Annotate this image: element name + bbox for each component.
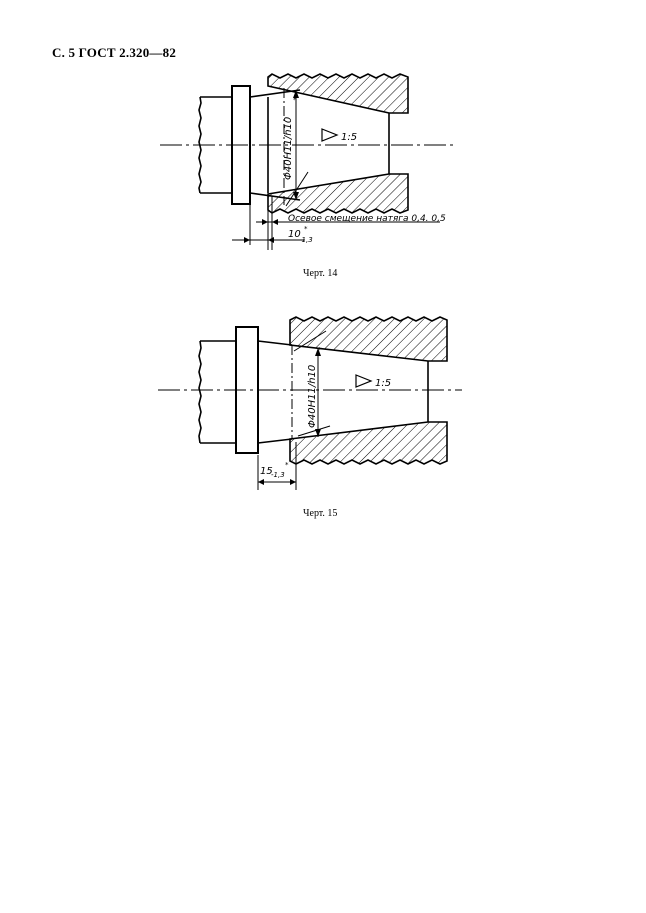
figure-14-drawing: [160, 73, 455, 250]
figure-14-labels: Φ40H11/h10 * 1:5 Осевое смещение натяга …: [283, 96, 446, 244]
fig14-dim-star: *: [304, 225, 308, 233]
fig15-diameter-label: Φ40H11/h10: [307, 365, 318, 428]
figure-15-labels: Φ40H11/h10 * 1:5 15 -1,3 *: [260, 346, 391, 479]
fig15-housing-top: [289, 316, 448, 362]
page-header: С. 5 ГОСТ 2.320—82: [52, 45, 177, 60]
fig15-dim-main: 15: [260, 466, 273, 477]
fig15-dim-star: *: [285, 461, 289, 469]
fig14-diameter-label: Φ40H11/h10: [283, 117, 294, 180]
figure-15-drawing: [158, 316, 462, 490]
figure-15-caption: Черт. 15: [303, 508, 338, 519]
fig15-housing-bottom: [289, 421, 448, 465]
fig15-taper-symbol: [355, 374, 373, 388]
fig14-shaft: [198, 96, 232, 194]
fig14-housing-bottom: [267, 173, 409, 214]
fig14-diameter-asterisk: *: [293, 96, 297, 104]
fig14-taper-symbol: [321, 128, 339, 142]
fig15-diameter-asterisk: *: [318, 346, 322, 354]
fig15-male-cone: [257, 340, 293, 444]
fig14-dim-main: 10: [288, 229, 301, 240]
fig15-taper-label: 1:5: [375, 378, 391, 389]
fig14-housing-top: [267, 73, 409, 114]
fig14-dim-tol: -1,3: [299, 236, 313, 244]
fig14-axial-note: Осевое смещение натяга 0,4. 0,5: [288, 214, 446, 224]
fig14-taper-label: 1:5: [341, 132, 357, 143]
fig15-shaft: [198, 340, 236, 444]
fig15-dim-tol: -1,3: [271, 471, 285, 479]
figure-14-caption: Черт. 14: [303, 268, 338, 279]
